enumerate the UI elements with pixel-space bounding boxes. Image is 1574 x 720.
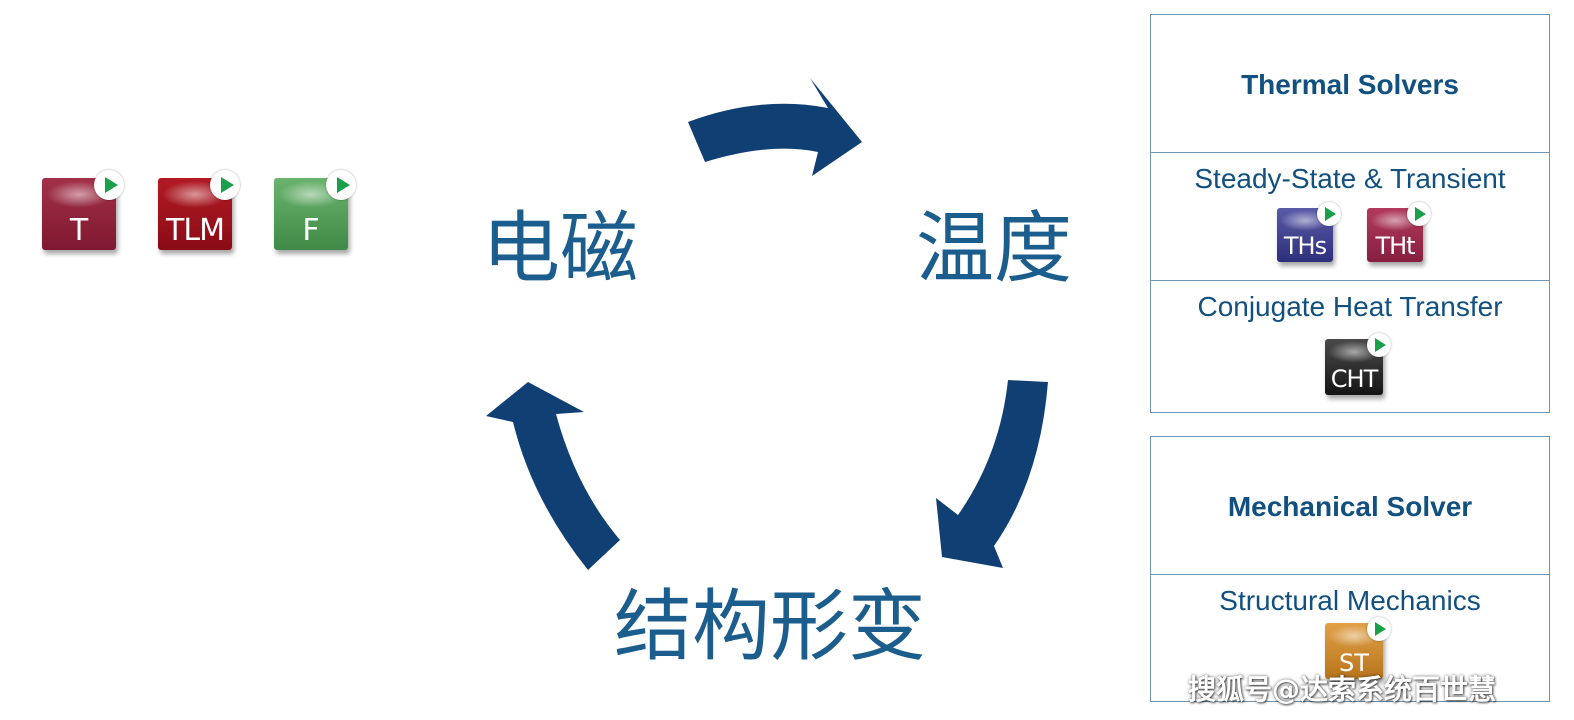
- play-icon: [1367, 333, 1391, 357]
- arrow-em-to-temperature: [688, 78, 862, 176]
- play-icon: [210, 170, 240, 200]
- st-solver-icon[interactable]: ST: [1325, 617, 1391, 679]
- arrow-structural-to-em: [486, 382, 620, 570]
- thermal-solvers-panel: Thermal Solvers Steady-State & Transient…: [1150, 14, 1550, 413]
- node-em: 电磁: [482, 204, 639, 294]
- ths-solver-icon[interactable]: THs: [1277, 202, 1341, 262]
- tlm-solver-icon[interactable]: TLM: [158, 170, 240, 250]
- structural-mechanics-row: Structural Mechanics ST: [1151, 574, 1549, 702]
- conjugate-heat-label: Conjugate Heat Transfer: [1197, 291, 1503, 322]
- ths-solver-label: THs: [1283, 232, 1327, 260]
- play-icon: [326, 170, 356, 200]
- play-icon: [94, 170, 124, 200]
- play-icon: [1317, 202, 1341, 226]
- cht-solver-icon[interactable]: CHT: [1325, 333, 1391, 395]
- f-solver-label: F: [302, 213, 320, 248]
- cht-solver-label: CHT: [1330, 365, 1378, 393]
- mechanical-solver-title: Mechanical Solver: [1227, 491, 1473, 522]
- arrow-temperature-to-structural: [936, 380, 1048, 568]
- steady-transient-label: Steady-State & Transient: [1194, 163, 1506, 194]
- tht-solver-label: THt: [1375, 232, 1415, 260]
- tht-solver-icon[interactable]: THt: [1367, 202, 1431, 262]
- node-structural: 结构形变: [614, 582, 927, 672]
- f-solver-icon[interactable]: F: [274, 170, 356, 250]
- steady-transient-row: Steady-State & Transient THs THt: [1151, 152, 1549, 280]
- st-solver-label: ST: [1339, 649, 1369, 677]
- conjugate-heat-row: Conjugate Heat Transfer CHT: [1151, 280, 1549, 412]
- thermal-solvers-title: Thermal Solvers: [1241, 69, 1459, 100]
- play-icon: [1367, 617, 1391, 641]
- play-icon: [1407, 202, 1431, 226]
- mechanical-solver-panel: Mechanical Solver Structural Mechanics S…: [1150, 436, 1550, 702]
- watermark: 搜狐号@达索系统百世慧: [1188, 673, 1497, 706]
- t-solver-label: T: [69, 213, 89, 248]
- tlm-solver-label: TLM: [166, 213, 225, 248]
- t-solver-icon[interactable]: T: [42, 170, 124, 250]
- node-temperature: 温度: [916, 204, 1073, 294]
- structural-mechanics-label: Structural Mechanics: [1219, 585, 1481, 616]
